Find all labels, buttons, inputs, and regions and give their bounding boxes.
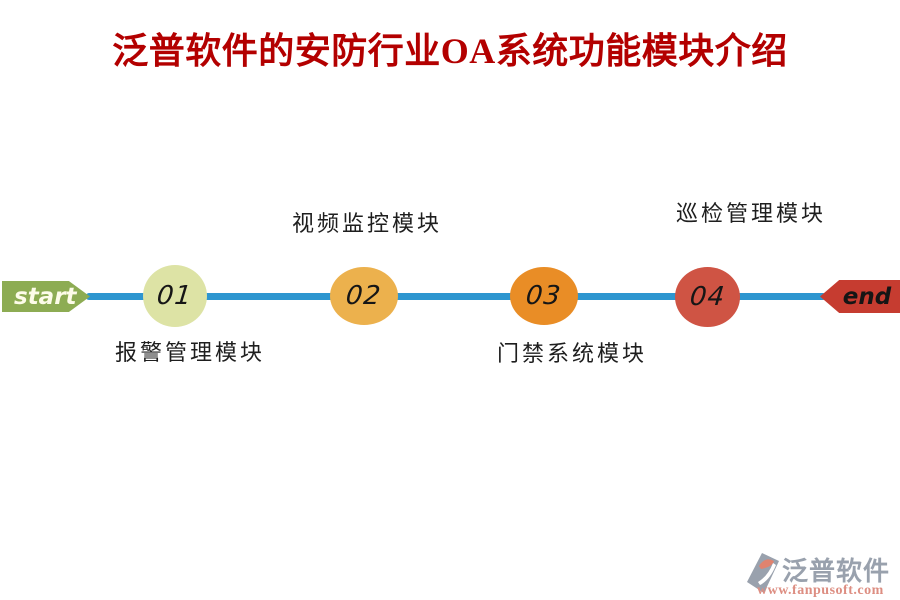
timeline-end-label: end bbox=[842, 283, 892, 310]
module-label-access-control: 门禁系统模块 bbox=[496, 341, 648, 366]
timeline-line bbox=[86, 293, 826, 300]
timeline-end-banner: end bbox=[820, 280, 900, 313]
brand-name: 泛普软件 bbox=[782, 556, 891, 586]
timeline-node-02: 02 bbox=[330, 267, 398, 325]
timeline-start-label: start bbox=[14, 283, 77, 310]
node-01-number: 01 bbox=[155, 281, 195, 311]
brand-url: www.fanpusoft.com bbox=[757, 583, 884, 598]
module-label-alarm-management: 报警管理模块 bbox=[114, 340, 266, 365]
timeline-node-03: 03 bbox=[510, 267, 578, 325]
timeline-start-banner: start bbox=[2, 281, 90, 312]
module-label-video-surveillance: 视频监控模块 bbox=[291, 211, 443, 236]
brand-watermark: 泛普软件 www.fanpusoft.com bbox=[744, 550, 900, 600]
node-04-number: 04 bbox=[688, 282, 727, 312]
timeline-node-04: 04 bbox=[675, 267, 740, 327]
page-title: 泛普软件的安防行业OA系统功能模块介绍 bbox=[112, 31, 788, 71]
fanpu-logo-icon bbox=[747, 553, 779, 593]
node-02-number: 02 bbox=[344, 281, 384, 311]
timeline-node-01: 01 bbox=[143, 265, 207, 327]
node-03-number: 03 bbox=[524, 281, 564, 311]
module-label-inspection-management: 巡检管理模块 bbox=[675, 201, 827, 226]
